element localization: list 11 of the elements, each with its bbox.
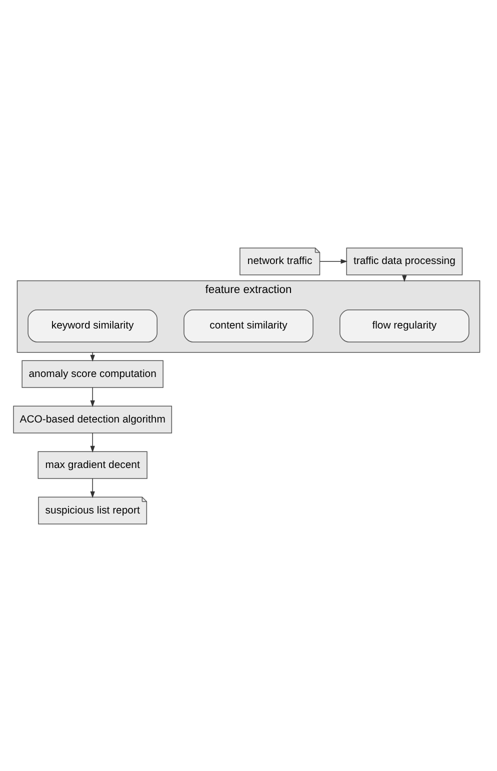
node-box: flow regularity: [340, 309, 470, 342]
node-box: ACO-based detection algorithm: [13, 405, 172, 433]
arrow: [90, 432, 95, 452]
node-box: anomaly score computation: [22, 360, 164, 388]
arrow: [90, 386, 95, 407]
node-box: content similarity: [184, 309, 314, 342]
arrow: [90, 478, 95, 498]
node-box: max gradient decent: [38, 450, 148, 478]
node-box: keyword similarity: [28, 309, 158, 342]
arrow: [320, 258, 348, 264]
arrow: [90, 352, 95, 362]
